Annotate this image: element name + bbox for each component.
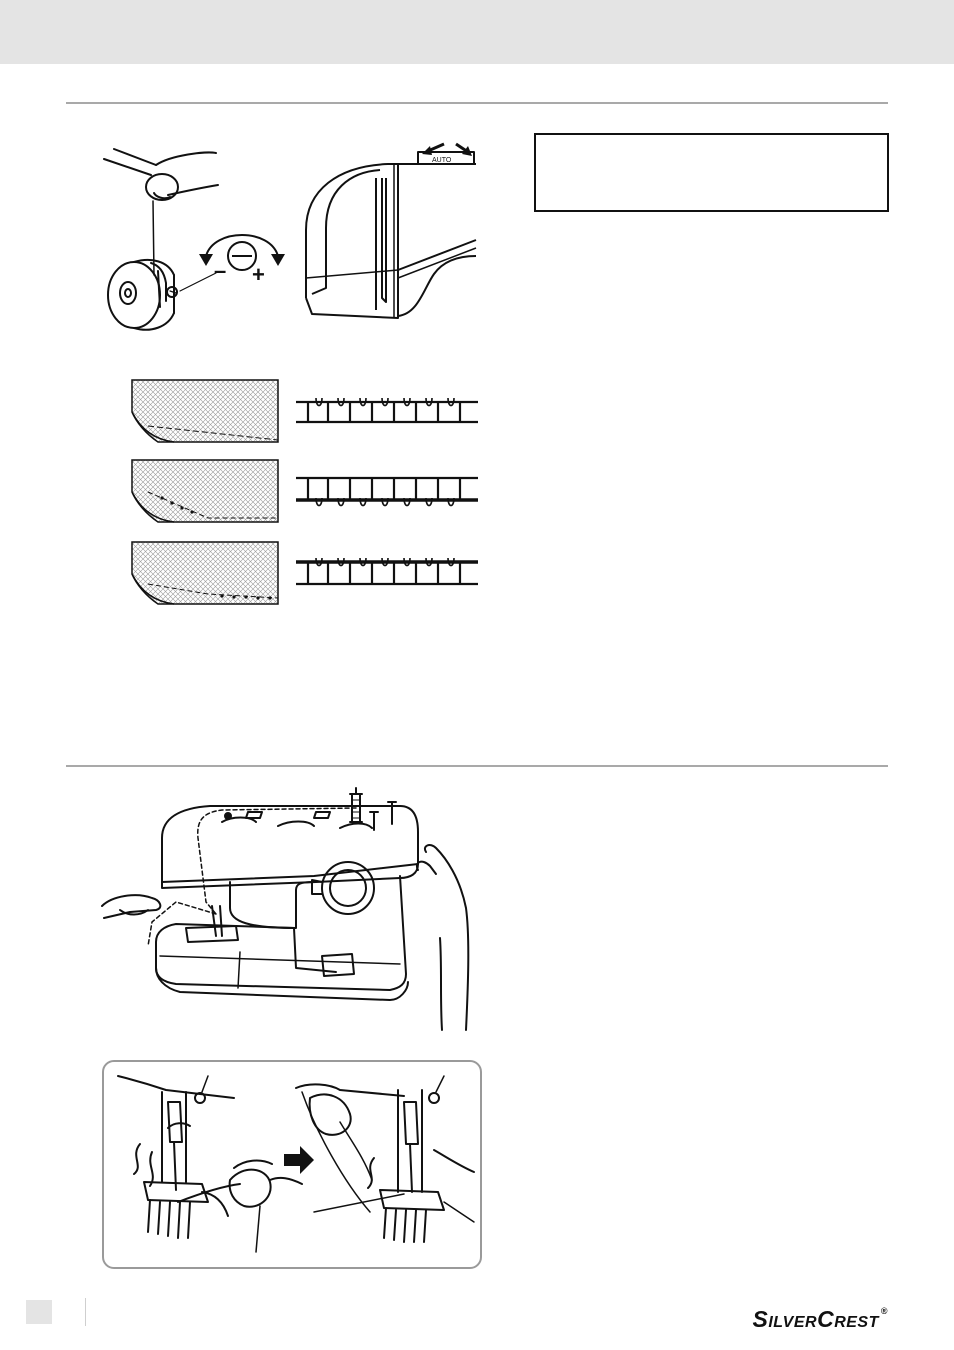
arrow-right-icon bbox=[284, 1146, 314, 1174]
stitch-diagrams-figure bbox=[118, 372, 486, 608]
header-band bbox=[0, 0, 954, 64]
auto-label: AUTO bbox=[432, 157, 452, 164]
tension-dial: – + bbox=[196, 222, 288, 292]
bobbin-case-figure bbox=[96, 145, 296, 335]
brand-rest: REST bbox=[834, 1314, 879, 1331]
section-rule-middle bbox=[66, 765, 888, 767]
tension-minus-label: – bbox=[214, 258, 226, 283]
footer-divider bbox=[85, 1298, 86, 1326]
notice-box bbox=[534, 133, 889, 212]
presser-foot-inset bbox=[102, 1060, 482, 1269]
bobbin-case-icon bbox=[103, 148, 219, 331]
section-rule-top bbox=[66, 102, 888, 104]
brand-logo: SILVERCREST® bbox=[752, 1306, 888, 1333]
machine-side-figure: AUTO bbox=[298, 138, 478, 324]
sewing-machine-figure bbox=[100, 778, 480, 1040]
brand-s: S bbox=[752, 1306, 769, 1332]
brand-c: C bbox=[817, 1306, 835, 1332]
brand-ilver: ILVER bbox=[768, 1314, 818, 1331]
brand-reg: ® bbox=[880, 1306, 888, 1316]
presser-foot-icon bbox=[117, 1075, 475, 1253]
tension-dial-icon: – + bbox=[199, 234, 285, 287]
stitch-diagram-icon bbox=[131, 379, 478, 605]
tension-plus-label: + bbox=[252, 262, 265, 287]
machine-side-icon: AUTO bbox=[305, 142, 477, 319]
sewing-machine-icon bbox=[101, 787, 470, 1031]
page-number-tab bbox=[26, 1300, 52, 1324]
